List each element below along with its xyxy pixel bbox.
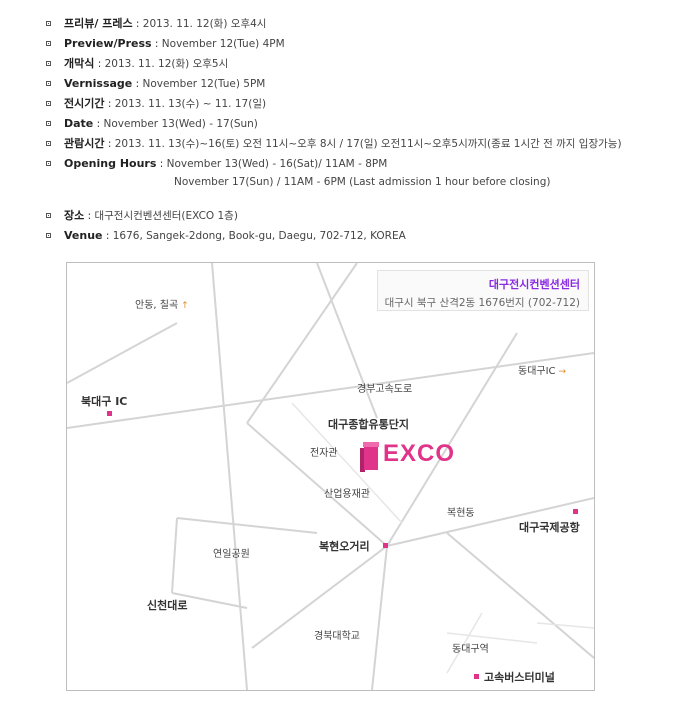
road [67,322,178,384]
info-value: November 13(Wed) - 16(Sat)/ 11AM - 8PM [166,158,388,170]
label-yeonil-park: 연일공원 [213,549,250,560]
info-label: Vernissage [64,77,133,90]
info-value: 2013. 11. 12(화) 오후5시 [104,58,229,70]
road [176,517,318,534]
info-label: 관람시간 [64,137,105,150]
bullet-icon [46,101,51,106]
road [246,263,358,424]
label-bokhyeon-dong: 복현동 [447,508,475,519]
minor-road [536,622,594,629]
venue-title: 대구전시컨벤션센터 [488,278,580,291]
info-label: Preview/Press [64,37,152,50]
info-row-date: Date : November 13(Wed) - 17(Sun) [46,114,686,134]
label-expressway: 경부고속도로 [357,384,413,395]
info-row-opening-hours: Opening Hours : November 13(Wed) - 16(Sa… [46,154,686,192]
label-sincheon: 신천대로 [147,599,188,612]
road [251,545,388,649]
label-complex: 대구종합유통단지 [328,418,409,431]
event-info-list: 프리뷰/ 프레스 : 2013. 11. 12(화) 오후4시 Preview/… [46,14,686,246]
map-roads [67,263,594,690]
location-pin-icon [107,411,112,416]
road [386,332,518,547]
location-pin-icon [383,543,388,548]
road [371,545,388,690]
arrow-right-icon: → [558,367,567,377]
logo-text: EXCO [383,440,456,467]
label-knu: 경북대학교 [314,631,360,642]
bullet-icon [46,121,51,126]
info-value: 2013. 11. 12(화) 오후4시 [142,18,267,30]
info-row-venue-ko: 장소 : 대구전시컨벤션센터(EXCO 1층) [46,206,686,226]
info-value: 2013. 11. 13(수)~16(토) 오전 11시~오후 8시 / 17(… [114,138,622,150]
minor-road [446,612,483,674]
label-dongdaegu-ic: 동대구IC→ [518,366,567,377]
road [67,352,594,429]
info-value: 2013. 11. 13(수) ~ 11. 17(일) [114,98,267,110]
info-row-preview-press-en: Preview/Press : November 12(Tue) 4PM [46,34,686,54]
cube-icon [360,448,365,472]
venue-info-box: 대구전시컨벤션센터 대구시 북구 산격2동 1676번지 (702-712) [377,270,589,311]
info-label: 프리뷰/ 프레스 [64,17,133,30]
bullet-icon [46,141,51,146]
road [246,422,388,547]
minor-road [291,402,403,524]
info-row-hours-ko: 관람시간 : 2013. 11. 13(수)~16(토) 오전 11시~오후 8… [46,134,686,154]
bullet-icon [46,81,51,86]
info-value: November 13(Wed) - 17(Sun) [103,118,258,130]
info-value: 대구전시컨벤션센터(EXCO 1층) [94,210,238,222]
info-value: November 12(Tue) 4PM [161,38,285,50]
label-bukdaegu-ic: 북대구 IC [81,395,128,408]
label-electronics: 전자관 [310,448,338,459]
bullet-icon [46,161,51,166]
info-label: 개막식 [64,57,95,70]
info-label: Opening Hours [64,157,157,170]
bullet-icon [46,41,51,46]
road [171,517,178,594]
location-pin-icon [573,509,578,514]
info-row-opening-ko: 개막식 : 2013. 11. 12(화) 오후5시 [46,54,686,74]
label-industrial: 산업용재관 [324,489,370,500]
label-dongdaegu-station: 동대구역 [452,644,489,655]
road [446,532,594,659]
road [171,592,248,609]
label-andong: 안동, 칠곡↑ [135,300,189,311]
road [316,263,378,419]
location-pin-icon [474,674,479,679]
venue-address: 대구시 북구 산격2동 1676번지 (702-712) [384,297,580,309]
road [386,497,594,547]
info-row-preview-press-ko: 프리뷰/ 프레스 : 2013. 11. 12(화) 오후4시 [46,14,686,34]
info-label: 전시기간 [64,97,105,110]
info-row-period-ko: 전시기간 : 2013. 11. 13(수) ~ 11. 17(일) [46,94,686,114]
bullet-icon [46,21,51,26]
label-bus-terminal: 고속버스터미널 [484,671,555,684]
label-bokhyeon-intersection: 복현오거리 [319,540,370,553]
info-value-continuation: November 17(Sun) / 11AM - 6PM (Last admi… [174,176,551,188]
info-row-vernissage: Vernissage : November 12(Tue) 5PM [46,74,686,94]
label-airport: 대구국제공항 [519,521,580,534]
info-label: 장소 [64,209,85,222]
bullet-icon [46,213,51,218]
info-value: November 12(Tue) 5PM [142,78,266,90]
location-map: 대구전시컨벤션센터 대구시 북구 산격2동 1676번지 (702-712) E… [66,262,595,691]
arrow-up-icon: ↑ [181,301,189,311]
bullet-icon [46,233,51,238]
road [211,263,248,690]
info-row-venue-en: Venue : 1676, Sangek-2dong, Book-gu, Dae… [46,226,686,246]
info-label: Date [64,117,94,130]
bullet-icon [46,61,51,66]
info-label: Venue [64,229,103,242]
minor-road [446,632,538,644]
info-value: 1676, Sangek-2dong, Book-gu, Daegu, 702-… [112,230,406,242]
